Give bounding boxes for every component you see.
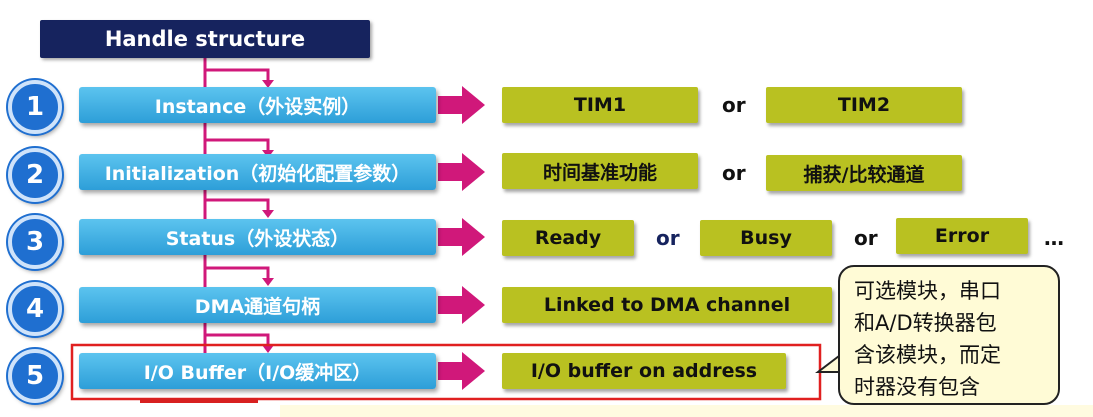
red-underline-mark [140,398,258,403]
note-line: 可选模块，串口 [854,279,1001,303]
or-separator: or [854,226,878,250]
step-number-3: 3 [8,215,62,269]
ellipsis: … [1044,226,1064,250]
option-io-buffer-address: I/O buffer on address [502,353,786,389]
option-time-base: 时间基准功能 [502,153,698,189]
step-number-5: 5 [8,349,62,403]
note-line: 时器没有包含 [854,375,980,399]
or-separator: or [722,93,746,117]
step-number-1: 1 [8,80,62,134]
or-separator: or [722,161,746,185]
step-number-2: 2 [8,148,62,202]
callout-note: 可选模块，串口 和A/D转换器包 含该模块，而定 时器没有包含 [838,265,1060,405]
note-line: 和A/D转换器包 [854,311,997,335]
arrow-row-3 [438,218,485,256]
field-status: Status（外设状态） [79,219,436,255]
arrow-row-5 [438,352,485,390]
field-io-buffer: I/O Buffer（I/O缓冲区） [79,353,436,389]
field-initialization: Initialization（初始化配置参数） [79,154,436,190]
or-separator: or [656,226,680,250]
option-ready: Ready [502,220,634,256]
field-dma-handle: DMA通道句柄 [79,287,436,323]
note-line: 含该模块，而定 [854,343,1001,367]
field-instance: Instance（外设实例） [79,87,436,123]
arrow-row-2 [438,153,485,191]
option-linked-dma: Linked to DMA channel [502,287,832,323]
option-tim2: TIM2 [766,87,962,123]
option-error: Error [896,218,1028,254]
arrow-row-4 [438,286,485,324]
handle-structure-title: Handle structure [40,20,370,58]
bottom-band [280,405,1093,417]
option-busy: Busy [700,220,832,256]
step-number-4: 4 [8,282,62,336]
option-capture-compare: 捕获/比较通道 [766,155,962,191]
option-tim1: TIM1 [502,87,698,123]
arrow-row-1 [438,86,485,124]
big-arrows [438,86,485,390]
